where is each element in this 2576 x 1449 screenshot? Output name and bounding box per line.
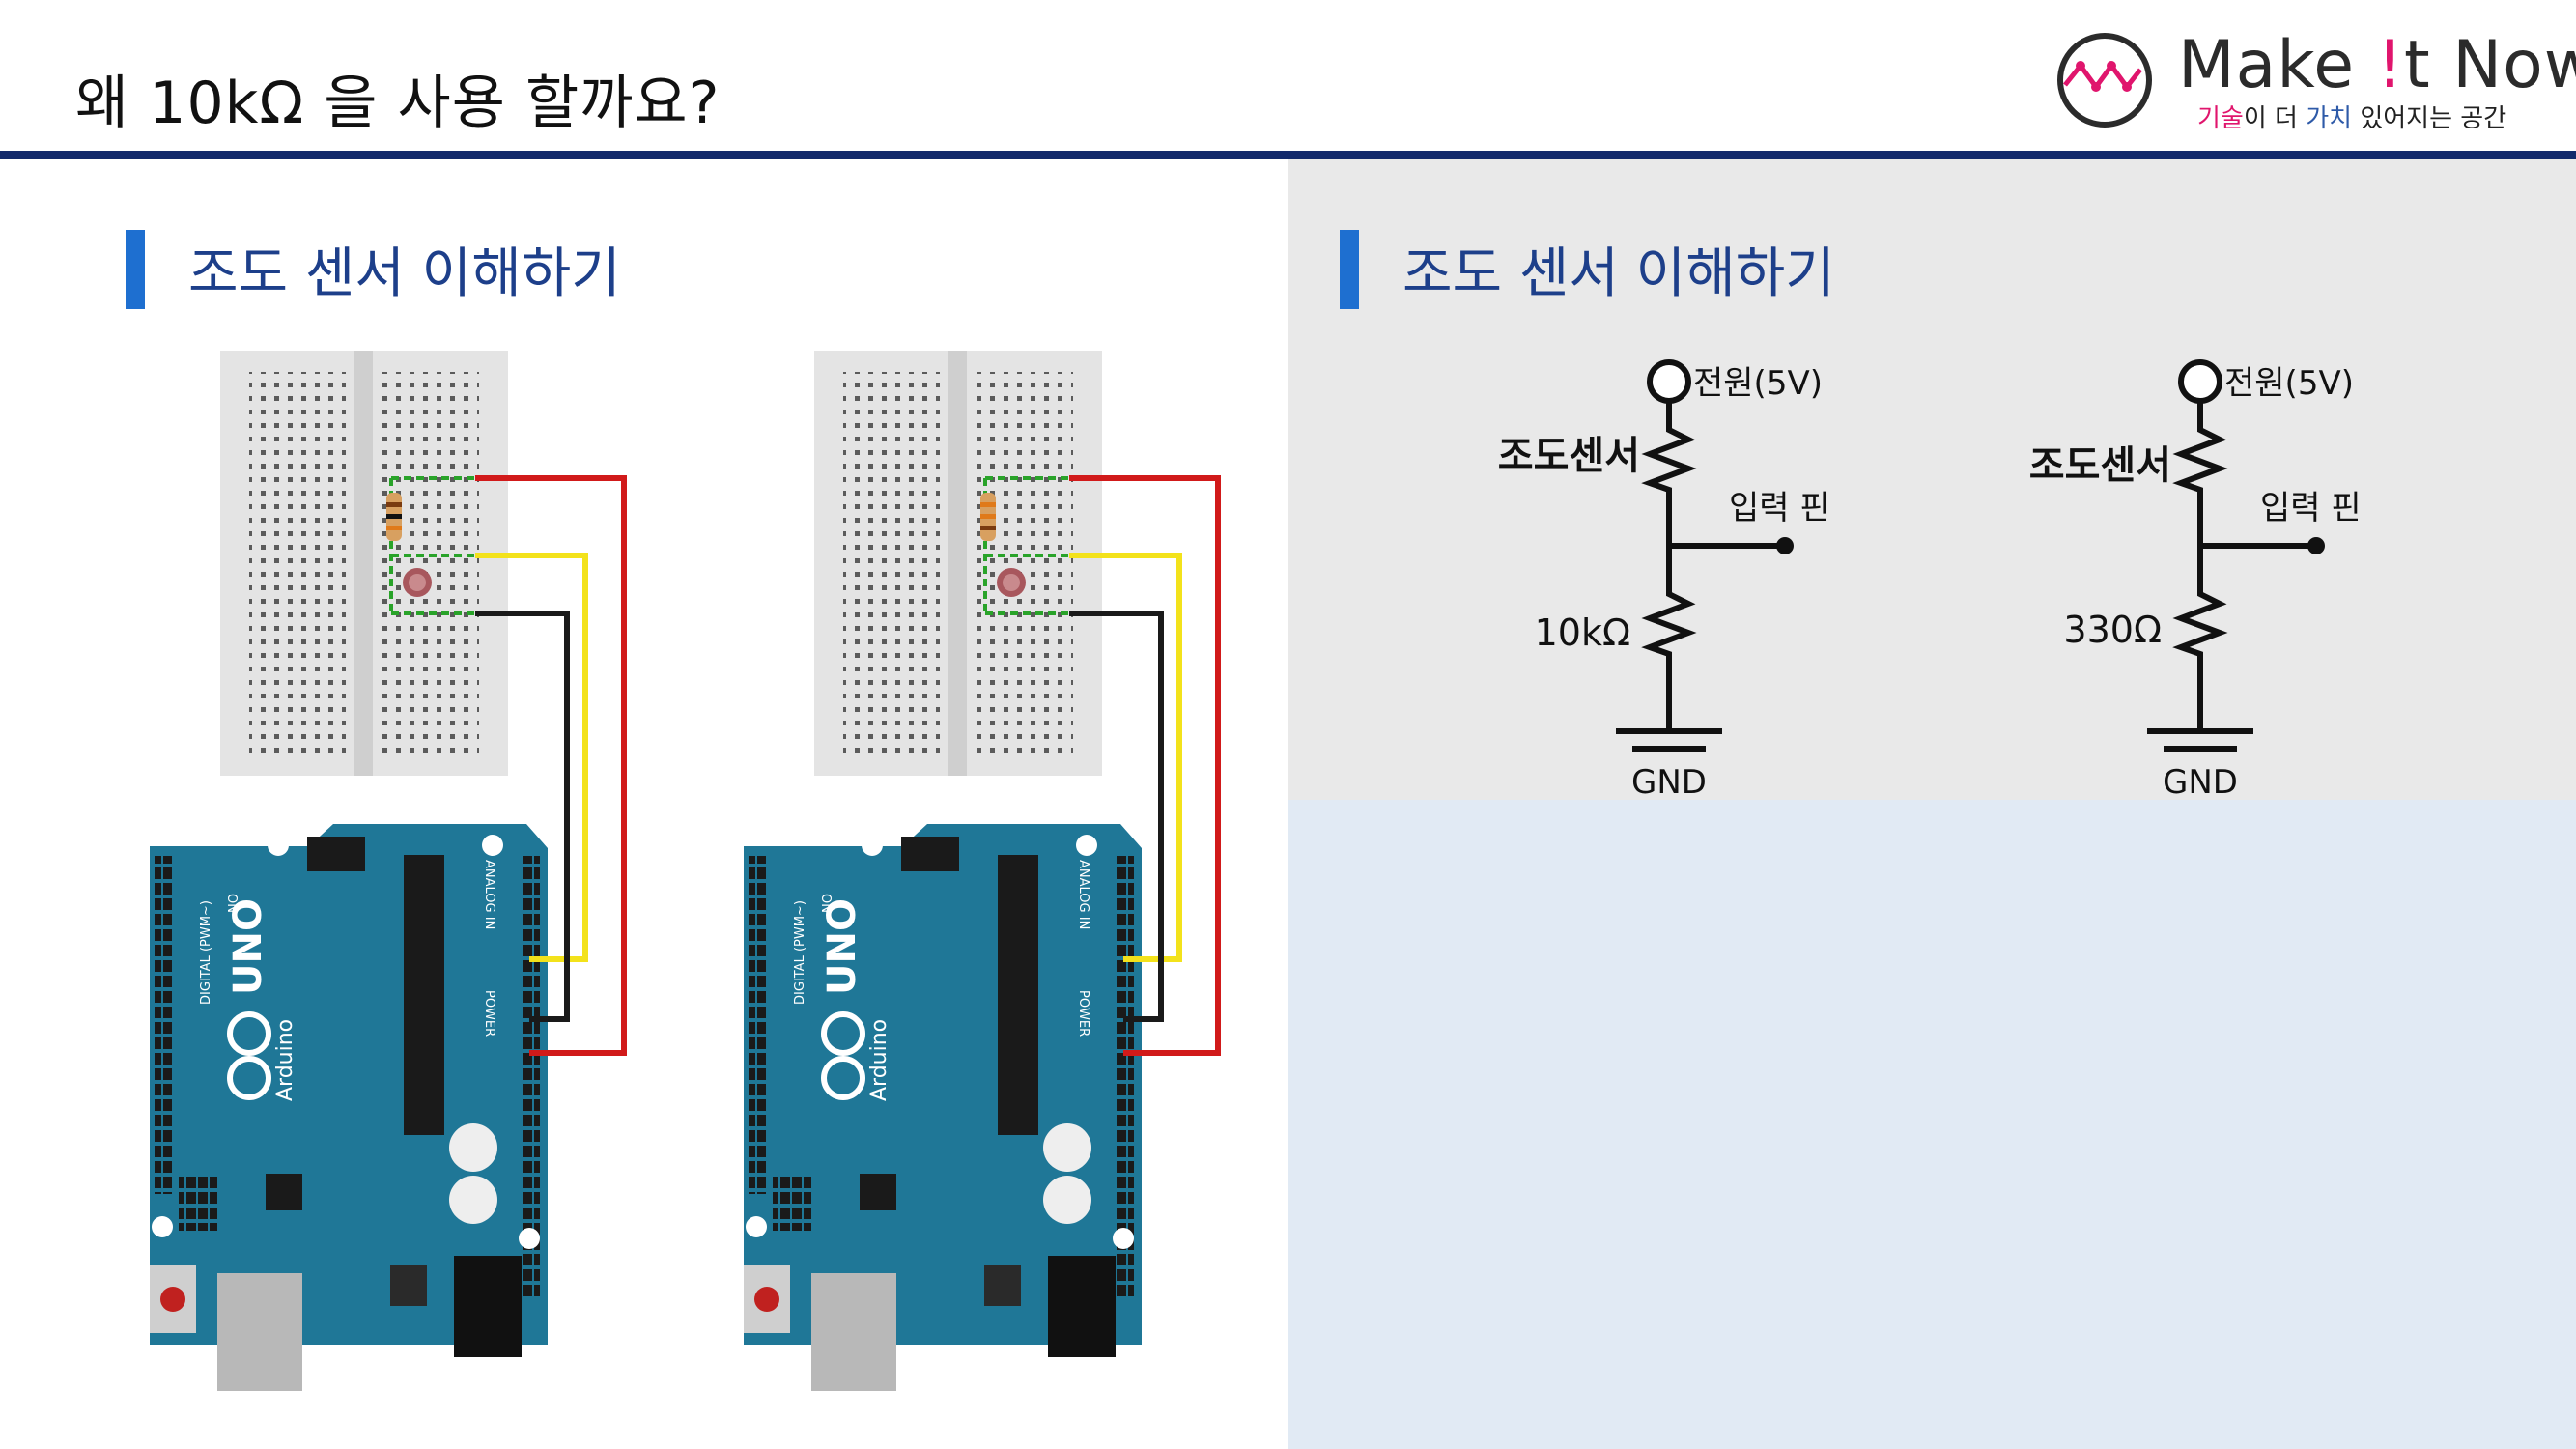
- board-on-label: ON: [224, 894, 239, 913]
- board-digital-label: DIGITAL (PWM~): [793, 900, 807, 1005]
- board-analog-label: ANALOG IN: [1076, 860, 1090, 929]
- section-title-left: 조도 센서 이해하기: [188, 242, 621, 305]
- wiring-diagram-10k: UNO Arduino ON ANALOG IN POWER DIGITAL (…: [150, 351, 627, 1391]
- board-logo-uno: UNO: [226, 898, 270, 995]
- make-it-now-logo-icon: [2057, 33, 2152, 128]
- input-pin-label: 입력 핀: [1729, 489, 1830, 527]
- board-analog-label: ANALOG IN: [482, 860, 496, 929]
- photoresistor: [997, 568, 1026, 597]
- resistor: [980, 493, 996, 541]
- brand-name: Make !t Now: [2178, 27, 2576, 103]
- resistor-label: 330Ω: [2063, 609, 2162, 651]
- board-on-label: ON: [818, 894, 833, 913]
- resistor: [386, 493, 402, 541]
- schematics: 전원(5V) 조도센서 입력 핀 10kΩ GND 전원(5V) 조도센서 입력…: [1498, 359, 2362, 800]
- right-panel-schematic: [1288, 159, 2576, 800]
- schematic-10k: 전원(5V) 조도센서 입력 핀 10kΩ GND: [1498, 359, 1830, 800]
- section-accent-bar: [1340, 230, 1359, 309]
- sensor-label: 조도센서: [2029, 443, 2171, 488]
- board-power-label: POWER: [1076, 990, 1090, 1037]
- photoresistor: [403, 568, 432, 597]
- board-digital-label: DIGITAL (PWM~): [199, 900, 213, 1005]
- wire-ground: [475, 611, 570, 1022]
- wire-signal: [475, 553, 588, 962]
- schematic-330: 전원(5V) 조도센서 입력 핀 330Ω GND: [2029, 359, 2362, 800]
- wire-power: [475, 475, 627, 1056]
- ground-label: GND: [1631, 763, 1707, 800]
- brand-tagline: 기술이 더 가치 있어지는 공간: [2197, 104, 2507, 133]
- board-brand: Arduino: [273, 1019, 297, 1101]
- ground-label: GND: [2163, 763, 2238, 800]
- breadboard: [814, 351, 1102, 776]
- board-power-label: POWER: [482, 990, 496, 1037]
- wiring-diagram-330: UNO Arduino ON ANALOG IN POWER DIGITAL (…: [744, 351, 1221, 1391]
- board-brand: Arduino: [867, 1019, 892, 1101]
- wiring-diagrams: UNO Arduino ON ANALOG IN POWER DIGITAL (…: [150, 351, 1221, 1391]
- section-accent-bar: [126, 230, 145, 309]
- wire-power: [1069, 475, 1221, 1056]
- breadboard: [220, 351, 508, 776]
- header-divider: [0, 151, 2576, 159]
- page-title: 왜 10kΩ 을 사용 할까요?: [75, 70, 721, 137]
- arduino-uno-board: UNO Arduino ON ANALOG IN POWER DIGITAL (…: [744, 824, 1142, 1391]
- board-logo-uno: UNO: [820, 898, 864, 995]
- power-label: 전원(5V): [2224, 364, 2354, 403]
- input-pin-label: 입력 핀: [2260, 489, 2362, 527]
- resistor-label: 10kΩ: [1535, 611, 1630, 654]
- right-panel-lower: [1288, 800, 2576, 1449]
- arduino-uno-board: UNO Arduino ON ANALOG IN POWER DIGITAL (…: [150, 824, 548, 1391]
- wire-signal: [1069, 553, 1182, 962]
- wire-ground: [1069, 611, 1164, 1022]
- sensor-label: 조도센서: [1498, 434, 1640, 478]
- section-title-right: 조도 센서 이해하기: [1402, 242, 1835, 305]
- power-label: 전원(5V): [1693, 364, 1823, 403]
